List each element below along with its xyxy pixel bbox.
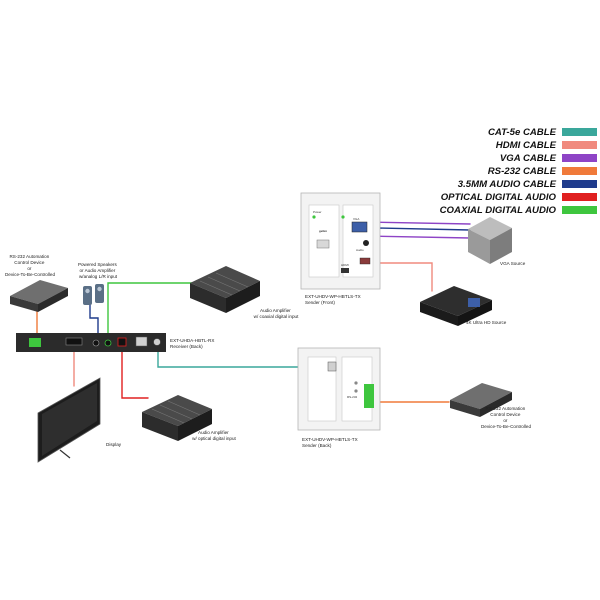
legend-swatch [562, 154, 597, 162]
rs232-device-right-side [480, 392, 512, 417]
receiver-back [16, 333, 166, 352]
power-led [312, 215, 316, 219]
legend-label: OPTICAL DIGITAL AUDIO [441, 192, 557, 203]
legend-label: 3.5MM AUDIO CABLE [458, 179, 557, 190]
sender-back-rj45-port [327, 361, 337, 372]
rs232-left-label: RS-232 Automation Control Device or Devi… [5, 254, 55, 277]
receiver-optical-port [117, 337, 127, 347]
brand-label: gefen [319, 229, 327, 233]
receiver-label: EXT-UHDA-HBTL-RX Receiver (Back) [170, 338, 216, 349]
sender-front: Power gefen HDMI VGA Audio [300, 192, 381, 290]
audio-cable-speakers [89, 304, 99, 341]
legend-item: HDMI CABLE [496, 140, 597, 151]
rs232-device-right-top [450, 383, 512, 409]
legend-label: CAT-5e CABLE [488, 127, 557, 138]
rs232-device-left-front [10, 296, 38, 312]
receiver-rj45-port [135, 336, 148, 347]
front-vga-label: VGA [353, 217, 359, 221]
legend-swatch [562, 180, 597, 188]
vga-cable-1 [364, 221, 471, 225]
front-audio-port [363, 240, 369, 246]
amplifier-optical-top [142, 395, 212, 426]
speaker-left [83, 286, 92, 305]
receiver-audio-port [92, 339, 100, 347]
cable-legend: CAT-5e CABLE HDMI CABLE VGA CABLE RS-232… [440, 127, 597, 216]
legend-item: 3.5MM AUDIO CABLE [458, 179, 597, 190]
optical-cable-amplifier [121, 344, 149, 399]
receiver-power-port [153, 338, 161, 346]
rs232-device-left-top [10, 280, 68, 304]
amplifier-coax-side [226, 281, 260, 313]
legend-swatch [562, 128, 597, 136]
amplifier-coax-front [190, 283, 226, 313]
legend-label: HDMI CABLE [496, 140, 557, 151]
legend-item: CAT-5e CABLE [488, 127, 597, 138]
back-rs232-label: RS-232 [347, 395, 358, 399]
front-button [316, 239, 330, 249]
amplifier-optical-label: Audio Amplifier w/ optical digital input [192, 430, 236, 441]
amplifier-coax [190, 266, 260, 313]
vga-source [468, 217, 512, 264]
amplifier-coax-top [190, 266, 260, 298]
uhd-source-label: 4K Ultra HD Source [466, 320, 507, 325]
legend-label: VGA CABLE [500, 153, 557, 164]
sender-back-label: EXT-UHDV-WP-HBTLS-TX Sender (Back) [302, 437, 359, 448]
uhd-source-front [420, 302, 458, 326]
vga-cable-2 [364, 235, 471, 239]
display [37, 377, 101, 463]
legend-label: RS-232 CABLE [488, 166, 557, 177]
legend-item: COAXIAL DIGITAL AUDIO [440, 205, 597, 216]
receiver-panel [16, 333, 166, 352]
receiver-coax-port [104, 339, 112, 347]
uhd-source-top [420, 286, 492, 316]
legend-item: OPTICAL DIGITAL AUDIO [441, 192, 597, 203]
rs232-device-left [10, 280, 68, 312]
status-led [341, 215, 345, 219]
uhd-source-side [458, 300, 492, 326]
legend-swatch [562, 141, 597, 149]
vga-source-side [490, 228, 512, 264]
vga-source-front [468, 229, 490, 264]
rs232-device-right [450, 383, 512, 417]
receiver-rs232-terminal [29, 338, 41, 347]
legend-item: RS-232 CABLE [488, 166, 597, 177]
legend-swatch [562, 206, 597, 214]
amplifier-optical-side [178, 409, 212, 441]
hdmi-cable-source [374, 262, 433, 292]
audio-cable-vga-source [375, 227, 471, 231]
amplifier-coax-label: Audio Amplifier w/ coaxial digital input [254, 308, 299, 319]
rs232-device-right-front [450, 400, 480, 417]
front-vga-port [351, 221, 368, 233]
front-hdmi-label: HDMI [341, 263, 349, 267]
amplifier-optical [142, 395, 212, 441]
display-label: Display [106, 442, 122, 447]
front-hdmi-port [341, 268, 349, 273]
legend-swatch [562, 193, 597, 201]
amplifier-optical-front [142, 412, 178, 441]
coax-cable-amplifier [107, 282, 195, 341]
speakers-label: Powered Speakers or Audio Amplifier w/an… [78, 262, 118, 279]
sender-front-label: EXT-UHDV-WP-HBTLS-TX Sender (Front) [305, 294, 362, 305]
rs232-device-left-side [38, 288, 68, 312]
sender-back: RS-232 [297, 347, 381, 431]
legend-swatch [562, 167, 597, 175]
powered-speakers [83, 284, 104, 305]
vga-source-top [468, 217, 512, 240]
front-audio-label: Audio [356, 248, 364, 252]
rs232-right-label: RS-232 Automation Control Device or Devi… [481, 406, 531, 429]
speaker-right [95, 284, 104, 303]
cables [36, 221, 471, 403]
legend-label: COAXIAL DIGITAL AUDIO [440, 205, 557, 216]
vga-source-label: VGA Source [500, 261, 526, 266]
legend-item: VGA CABLE [500, 153, 597, 164]
uhd-source [420, 286, 492, 326]
sender-back-rs232-terminal [364, 384, 374, 408]
receiver-hdmi-port [65, 337, 83, 346]
front-power-label: Power [313, 210, 322, 214]
